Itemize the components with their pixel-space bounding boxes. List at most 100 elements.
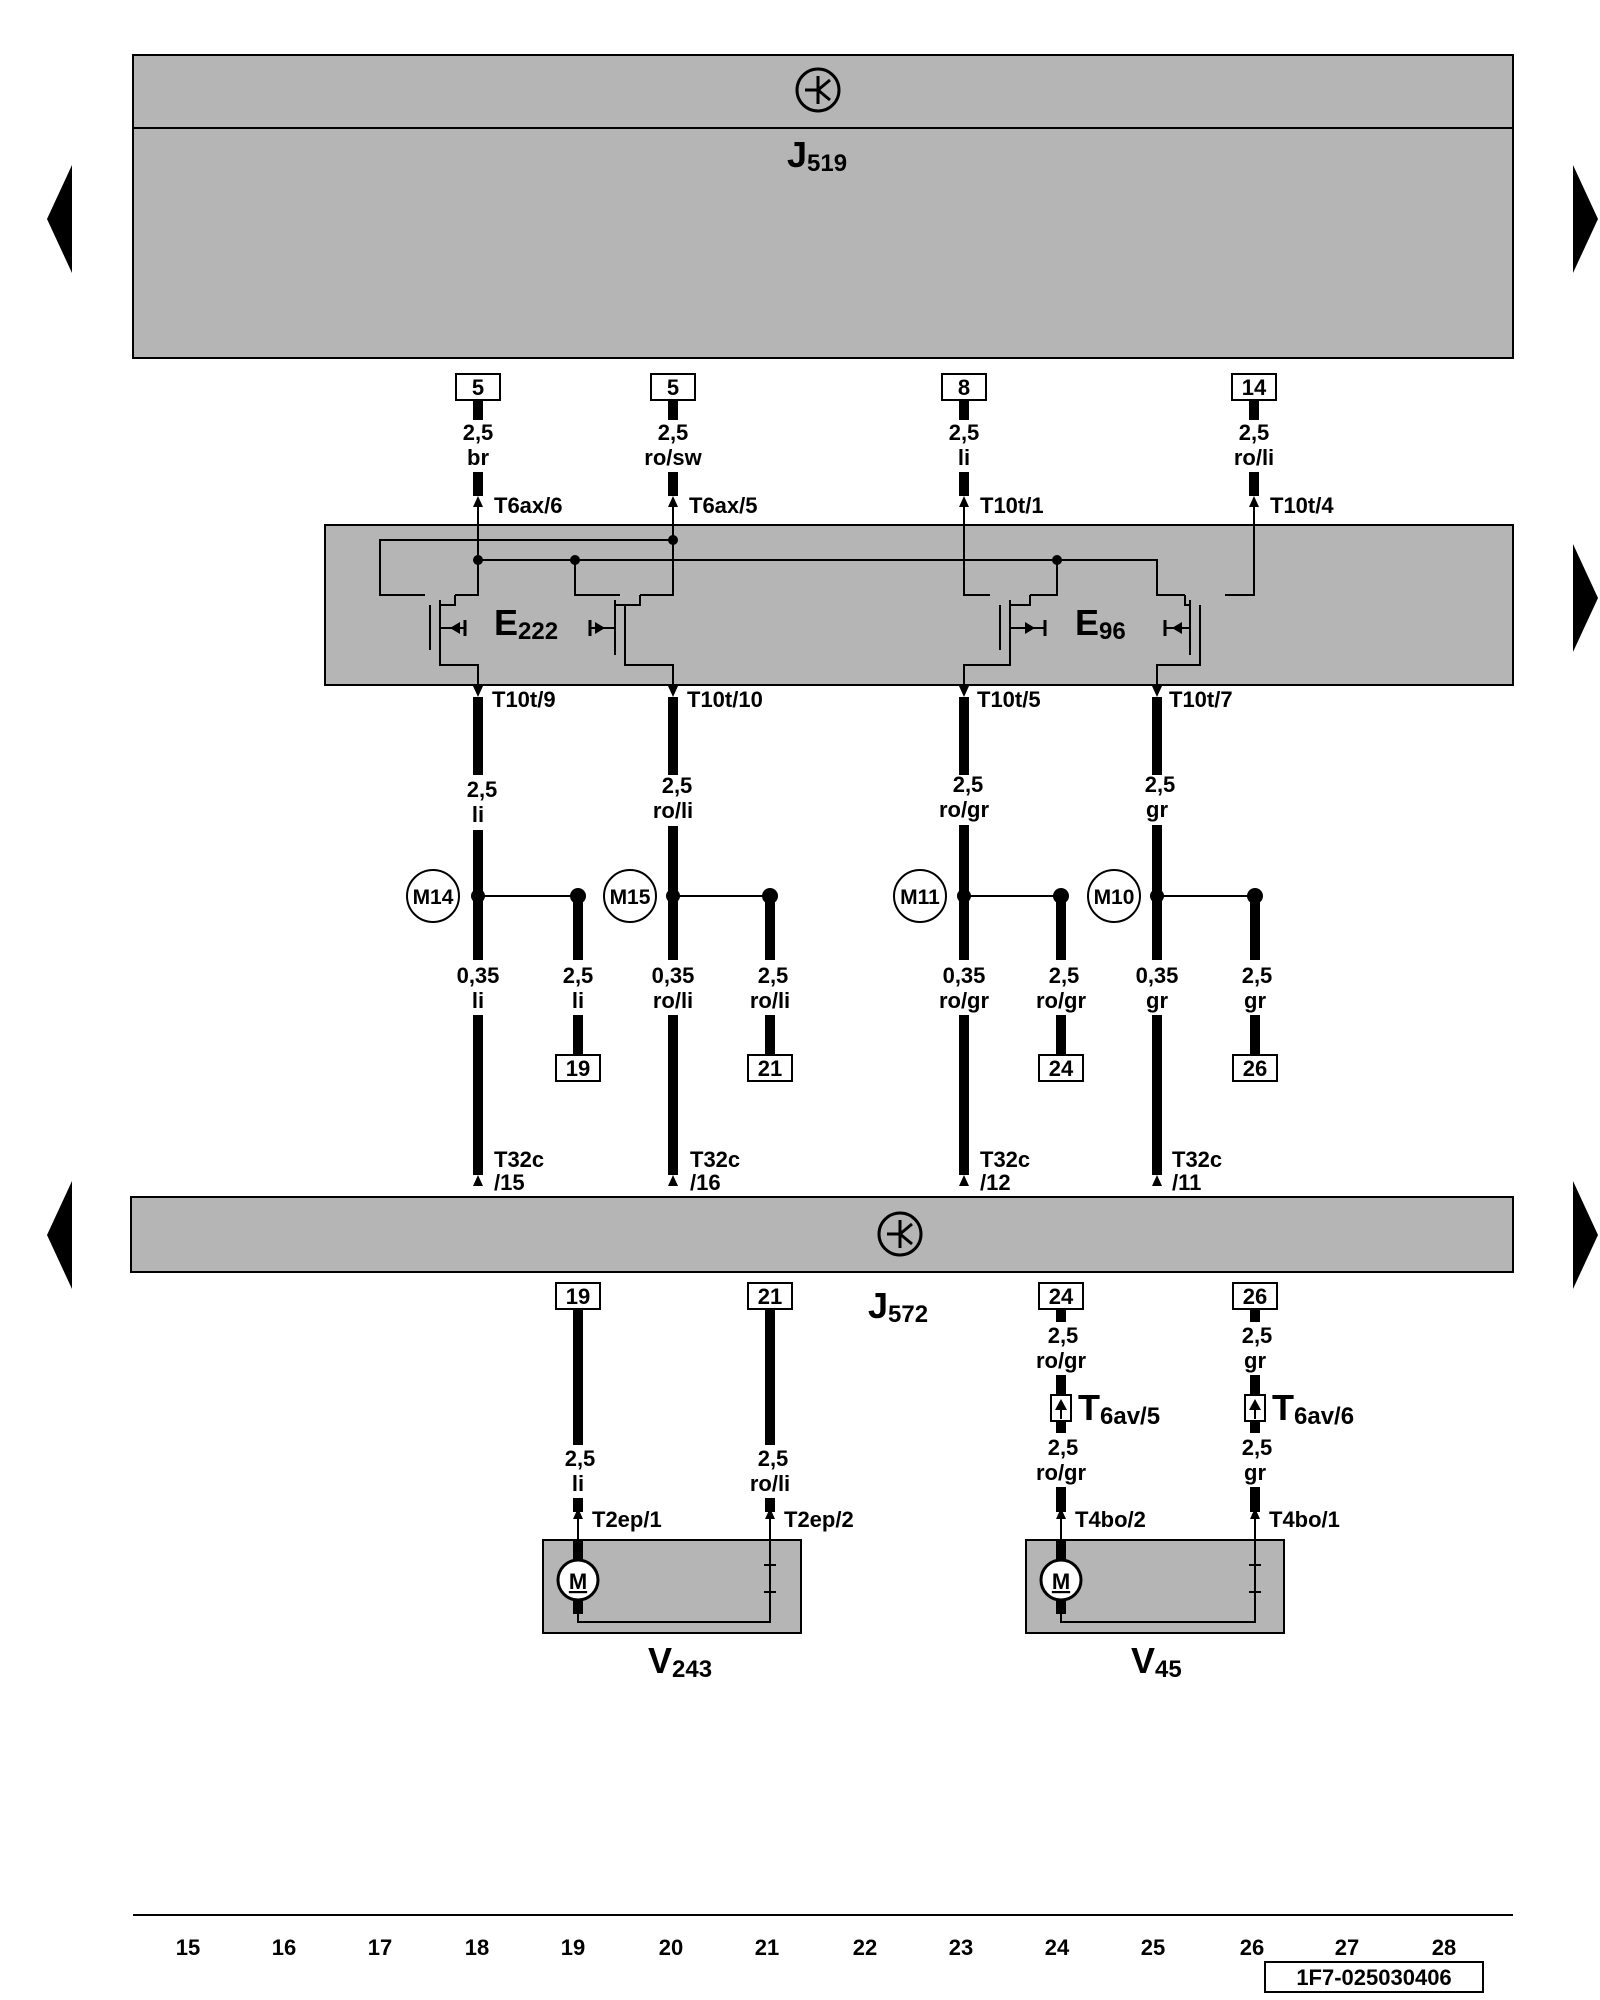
svg-text:li: li [958, 445, 970, 470]
mid-wire-3: T10t/5 2,5 ro/gr M11 0,35 ro/gr 2,5 ro/g… [893, 686, 1086, 1195]
ground-m11: M11 [900, 886, 940, 909]
grid-number: 24 [1045, 1935, 1070, 1960]
svg-text:T4bo/1: T4bo/1 [1269, 1507, 1340, 1532]
svg-text:2,5: 2,5 [953, 772, 984, 797]
svg-text:ro/gr: ro/gr [1036, 1348, 1087, 1373]
svg-text:ro/gr: ro/gr [939, 797, 990, 822]
svg-text:gr: gr [1244, 988, 1266, 1013]
svg-text:M: M [1052, 1569, 1070, 1594]
svg-text:26: 26 [1243, 1056, 1267, 1081]
grid-number: 18 [465, 1935, 489, 1960]
top-wire-4: 14 2,5 ro/li T10t/4 [1231, 373, 1334, 525]
grid-number: 16 [272, 1935, 296, 1960]
next-page-arrow-bottom[interactable] [1573, 1181, 1598, 1289]
svg-text:li: li [472, 802, 484, 827]
svg-text:/15: /15 [494, 1170, 525, 1195]
svg-text:M: M [569, 1569, 587, 1594]
svg-text:2,5: 2,5 [1242, 1435, 1273, 1460]
bottom-left-wire-1: 19 2,5 li T2ep/1 [555, 1282, 662, 1540]
svg-text:T10t/4: T10t/4 [1270, 493, 1334, 518]
svg-text:T2ep/1: T2ep/1 [592, 1507, 662, 1532]
svg-text:br: br [467, 445, 489, 470]
svg-text:ro/li: ro/li [750, 1471, 790, 1496]
grid-number: 23 [949, 1935, 973, 1960]
svg-text:5: 5 [667, 375, 679, 400]
grid-number: 21 [755, 1935, 779, 1960]
svg-text:T32c: T32c [494, 1147, 544, 1172]
grid-number: 19 [561, 1935, 585, 1960]
document-code: 1F7-025030406 [1296, 1965, 1451, 1990]
prev-page-arrow-bottom[interactable] [47, 1181, 72, 1289]
svg-text:ro/gr: ro/gr [939, 988, 990, 1013]
next-page-arrow-mid[interactable] [1573, 544, 1598, 652]
svg-text:2,5: 2,5 [758, 1446, 789, 1471]
svg-text:2,5: 2,5 [1048, 1323, 1079, 1348]
t6av6-label: T6av/6 [1272, 1387, 1354, 1430]
svg-text:2,5: 2,5 [949, 420, 980, 445]
svg-text:T32c: T32c [1172, 1147, 1222, 1172]
svg-text:/16: /16 [690, 1170, 721, 1195]
t6av5-label: T6av/5 [1078, 1387, 1160, 1430]
v45-motor-unit: M V45 [1025, 1539, 1285, 1683]
svg-text:li: li [572, 988, 584, 1013]
j519-control-unit: J519 [132, 54, 1514, 359]
ground-m15: M15 [610, 886, 651, 909]
j519-label: J519 [787, 134, 847, 177]
svg-text:0,35: 0,35 [1136, 963, 1179, 988]
svg-text:T10t/10: T10t/10 [687, 687, 763, 712]
svg-text:19: 19 [566, 1056, 590, 1081]
grid-number: 28 [1432, 1935, 1456, 1960]
next-page-arrow-top[interactable] [1573, 165, 1598, 273]
transistor-2 [588, 595, 674, 690]
transistor-3 [963, 595, 1047, 690]
grid-number: 20 [659, 1935, 683, 1960]
v243-motor-unit: M V243 [542, 1539, 802, 1683]
svg-text:T6ax/6: T6ax/6 [494, 493, 563, 518]
prev-page-arrow-top[interactable] [47, 165, 72, 273]
svg-text:li: li [472, 988, 484, 1013]
svg-text:li: li [572, 1471, 584, 1496]
svg-text:24: 24 [1049, 1284, 1074, 1309]
svg-text:5: 5 [472, 375, 484, 400]
svg-text:2,5: 2,5 [463, 420, 494, 445]
svg-text:T10t/9: T10t/9 [492, 687, 556, 712]
bottom-right-wire-2: 26 2,5 gr T6av/6 2,5 gr T4bo/1 [1232, 1282, 1354, 1540]
svg-text:0,35: 0,35 [943, 963, 986, 988]
svg-text:0,35: 0,35 [457, 963, 500, 988]
svg-text:gr: gr [1244, 1348, 1266, 1373]
svg-text:2,5: 2,5 [758, 963, 789, 988]
grid-number: 22 [853, 1935, 877, 1960]
transistor-1 [429, 595, 479, 690]
svg-text:2,5: 2,5 [1049, 963, 1080, 988]
e96-label: E96 [1075, 602, 1126, 645]
svg-text:2,5: 2,5 [658, 420, 689, 445]
svg-text:ro/li: ro/li [750, 988, 790, 1013]
grid-number: 17 [368, 1935, 392, 1960]
top-wire-2: 5 2,5 ro/sw T6ax/5 [644, 373, 758, 525]
svg-text:2,5: 2,5 [1239, 420, 1270, 445]
svg-text:2,5: 2,5 [467, 777, 498, 802]
svg-text:2,5: 2,5 [563, 963, 594, 988]
bottom-left-wire-2: 21 2,5 ro/li T2ep/2 [747, 1282, 854, 1540]
svg-text:26: 26 [1243, 1284, 1267, 1309]
mid-wire-2: T10t/10 2,5 ro/li M15 0,35 ro/li 2,5 ro/… [603, 686, 793, 1195]
svg-text:gr: gr [1146, 988, 1168, 1013]
electronic-module-icon [877, 1211, 923, 1257]
svg-text:2,5: 2,5 [1048, 1435, 1079, 1460]
svg-text:T2ep/2: T2ep/2 [784, 1507, 854, 1532]
bottom-right-wire-1: 24 2,5 ro/gr T6av/5 2,5 ro/gr T4bo/2 [1036, 1282, 1160, 1540]
svg-text:2,5: 2,5 [565, 1446, 596, 1471]
ground-m14: M14 [413, 886, 454, 909]
mid-wire-1: T10t/9 2,5 li M14 0,35 li 2,5 li 19 T32c… [406, 686, 601, 1195]
svg-text:ro/li: ro/li [1234, 445, 1274, 470]
svg-text:T6ax/5: T6ax/5 [689, 493, 758, 518]
svg-text:T10t/7: T10t/7 [1169, 687, 1233, 712]
svg-text:T4bo/2: T4bo/2 [1075, 1507, 1146, 1532]
svg-text:ro/li: ro/li [653, 988, 693, 1013]
electronic-module-icon [795, 67, 841, 113]
svg-text:21: 21 [758, 1056, 782, 1081]
svg-text:ro/gr: ro/gr [1036, 1460, 1087, 1485]
j572-control-unit: J572 [130, 1196, 1514, 1328]
svg-text:2,5: 2,5 [662, 773, 693, 798]
svg-text:T10t/5: T10t/5 [977, 687, 1041, 712]
